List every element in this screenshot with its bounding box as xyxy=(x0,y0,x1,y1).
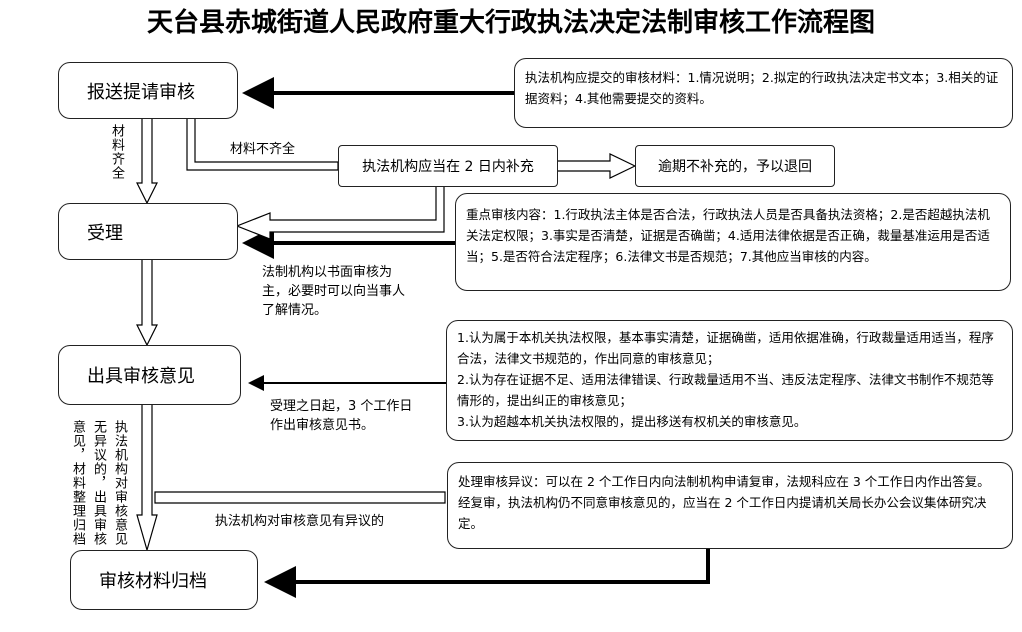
label-complete: 材料齐全 xyxy=(109,124,124,180)
hollow-arrow-accept-opinion xyxy=(136,260,158,347)
note-review-content: 重点审核内容：1.行政执法主体是否合法，行政执法人员是否具备执法资格；2.是否超… xyxy=(455,193,1011,291)
step-return[interactable]: 逾期不补充的，予以退回 xyxy=(635,145,835,187)
arrow-objection-to-archive xyxy=(264,548,710,598)
opinion-item-1: 1.认为属于本机关执法权限，基本事实清楚，证据确凿，适用依据准确，行政裁量适用适… xyxy=(457,330,994,366)
label-written-review: 法制机构以书面审核为主，必要时可以向当事人了解情况。 xyxy=(262,265,406,318)
hollow-line-objection xyxy=(154,491,446,504)
page-title: 天台县赤城街道人民政府重大行政执法决定法制审核工作流程图 xyxy=(146,8,875,38)
note-materials: 执法机构应提交的审核材料：1.情况说明；2.拟定的行政执法决定书文本；3.相关的… xyxy=(514,58,1013,128)
step-opinion[interactable]: 出具审核意见 xyxy=(58,345,241,405)
label-no-objection-1: 执法机构对审核意见 xyxy=(112,420,127,546)
step-accept[interactable]: 受理 xyxy=(58,203,238,260)
hollow-arrow-opinion-archive xyxy=(136,405,158,553)
opinion-item-2: 2.认为存在证据不足、适用法律错误、行政裁量适用不当、违反法定程序、法律文书制作… xyxy=(457,372,994,408)
label-no-objection-2: 无异议的，出具审核 xyxy=(91,420,106,546)
label-incomplete: 材料不齐全 xyxy=(230,142,296,157)
step-submit[interactable]: 报送提请审核 xyxy=(58,62,238,119)
label-has-objection: 执法机构对审核意见有异议的 xyxy=(215,514,385,529)
step-supplement[interactable]: 执法机构应当在 2 日内补充 xyxy=(338,145,558,187)
step-archive[interactable]: 审核材料归档 xyxy=(70,550,258,610)
hollow-arrow-supplement-return xyxy=(556,153,637,179)
label-no-objection-3: 意见，材料整理归档 xyxy=(70,420,85,546)
hollow-arrow-supplement-accept xyxy=(235,187,445,240)
hollow-arrow-submit-accept xyxy=(136,118,158,205)
label-deadline: 受理之日起，3 个工作日作出审核意见书。 xyxy=(270,399,413,433)
note-opinions: 1.认为属于本机关执法权限，基本事实清楚，证据确凿，适用依据准确，行政裁量适用适… xyxy=(446,320,1013,441)
note-objection: 处理审核异议：可以在 2 个工作日内向法制机构申请复审，法规科应在 3 个工作日… xyxy=(447,462,1013,549)
opinion-item-3: 3.认为超越本机关执法权限的，提出移送有权机关的审核意见。 xyxy=(457,414,807,429)
